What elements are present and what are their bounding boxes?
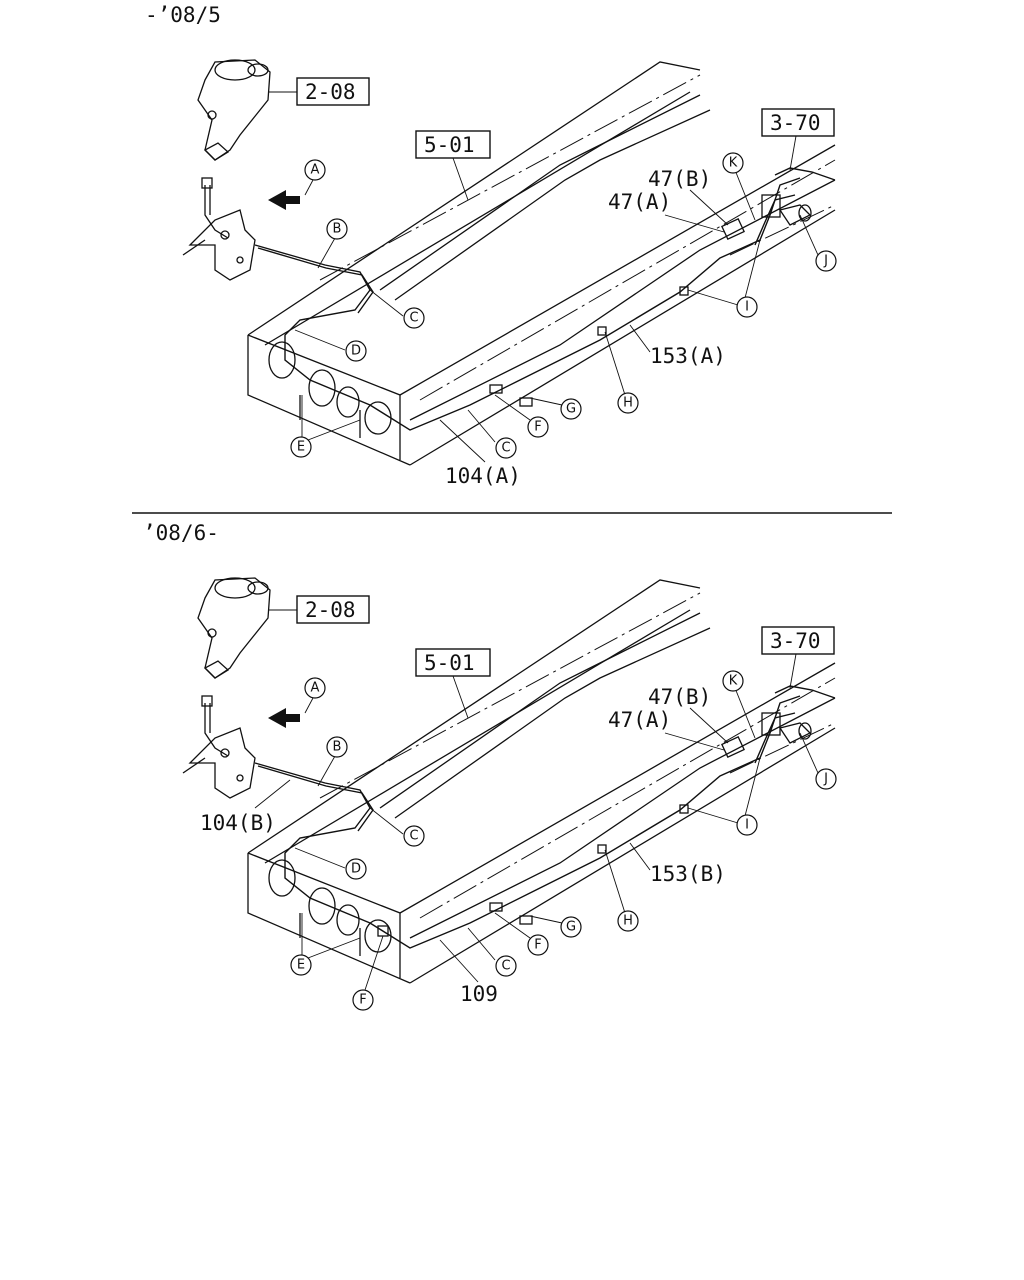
callout-k: K (729, 674, 738, 689)
chassis-frame (247, 579, 836, 984)
part-153b: 153(B) (650, 862, 726, 886)
period-label: ’08/6- (143, 521, 219, 545)
reservoir-tank (197, 577, 271, 679)
callout-g: G (566, 402, 576, 417)
direction-arrow-icon (268, 708, 300, 728)
callout-j: J (823, 254, 828, 269)
ref-frame: 5-01 (424, 651, 475, 675)
part-153a: 153(A) (650, 344, 726, 368)
callout-f: F (534, 420, 541, 435)
panel-lower: ’08/6- 2-08 (143, 521, 837, 1011)
ref-reservoir: 2-08 (305, 598, 356, 622)
callout-k: K (729, 156, 738, 171)
front-bracket (182, 695, 256, 799)
callout-f-front: F (359, 993, 366, 1008)
chassis-frame (247, 61, 836, 466)
ref-valve: 3-70 (770, 111, 821, 135)
callout-a: A (311, 163, 320, 178)
ref-box-reservoir (296, 77, 370, 106)
callout-c-lower: C (501, 959, 510, 974)
part-47a: 47(A) (608, 190, 671, 214)
callout-c-lower: C (501, 441, 510, 456)
part-109: 109 (460, 982, 498, 1006)
callout-a: A (311, 681, 320, 696)
ref-valve: 3-70 (770, 629, 821, 653)
callout-d: D (351, 862, 361, 877)
ref-box-reservoir (296, 595, 370, 624)
valve-unit (721, 194, 812, 241)
callout-d: D (351, 344, 361, 359)
callout-j: J (823, 772, 828, 787)
ref-box-frame (415, 648, 491, 677)
part-104a: 104(A) (445, 464, 521, 488)
part-47b: 47(B) (648, 167, 711, 191)
callouts (254, 687, 819, 991)
part-104b: 104(B) (200, 811, 276, 835)
callout-b: B (333, 740, 342, 755)
ref-box-valve (761, 108, 835, 137)
callout-h: H (623, 396, 633, 411)
callout-e: E (297, 958, 305, 973)
callout-b: B (333, 222, 342, 237)
callout-f: F (534, 938, 541, 953)
callout-g: G (566, 920, 576, 935)
callout-c: C (409, 311, 418, 326)
callout-i: I (745, 300, 749, 315)
valve-unit (721, 712, 812, 759)
callouts (294, 169, 819, 463)
period-label: -’08/5 (145, 3, 221, 27)
ref-frame: 5-01 (424, 133, 475, 157)
reservoir-tank (197, 59, 271, 161)
ref-box-valve (761, 626, 835, 655)
callout-i: I (745, 818, 749, 833)
callout-c: C (409, 829, 418, 844)
callout-e: E (297, 440, 305, 455)
ref-reservoir: 2-08 (305, 80, 356, 104)
part-47a: 47(A) (608, 708, 671, 732)
panel-upper: -’08/5 (145, 3, 837, 488)
part-47b: 47(B) (648, 685, 711, 709)
callout-h: H (623, 914, 633, 929)
front-bracket (182, 177, 256, 281)
direction-arrow-icon (268, 190, 300, 210)
